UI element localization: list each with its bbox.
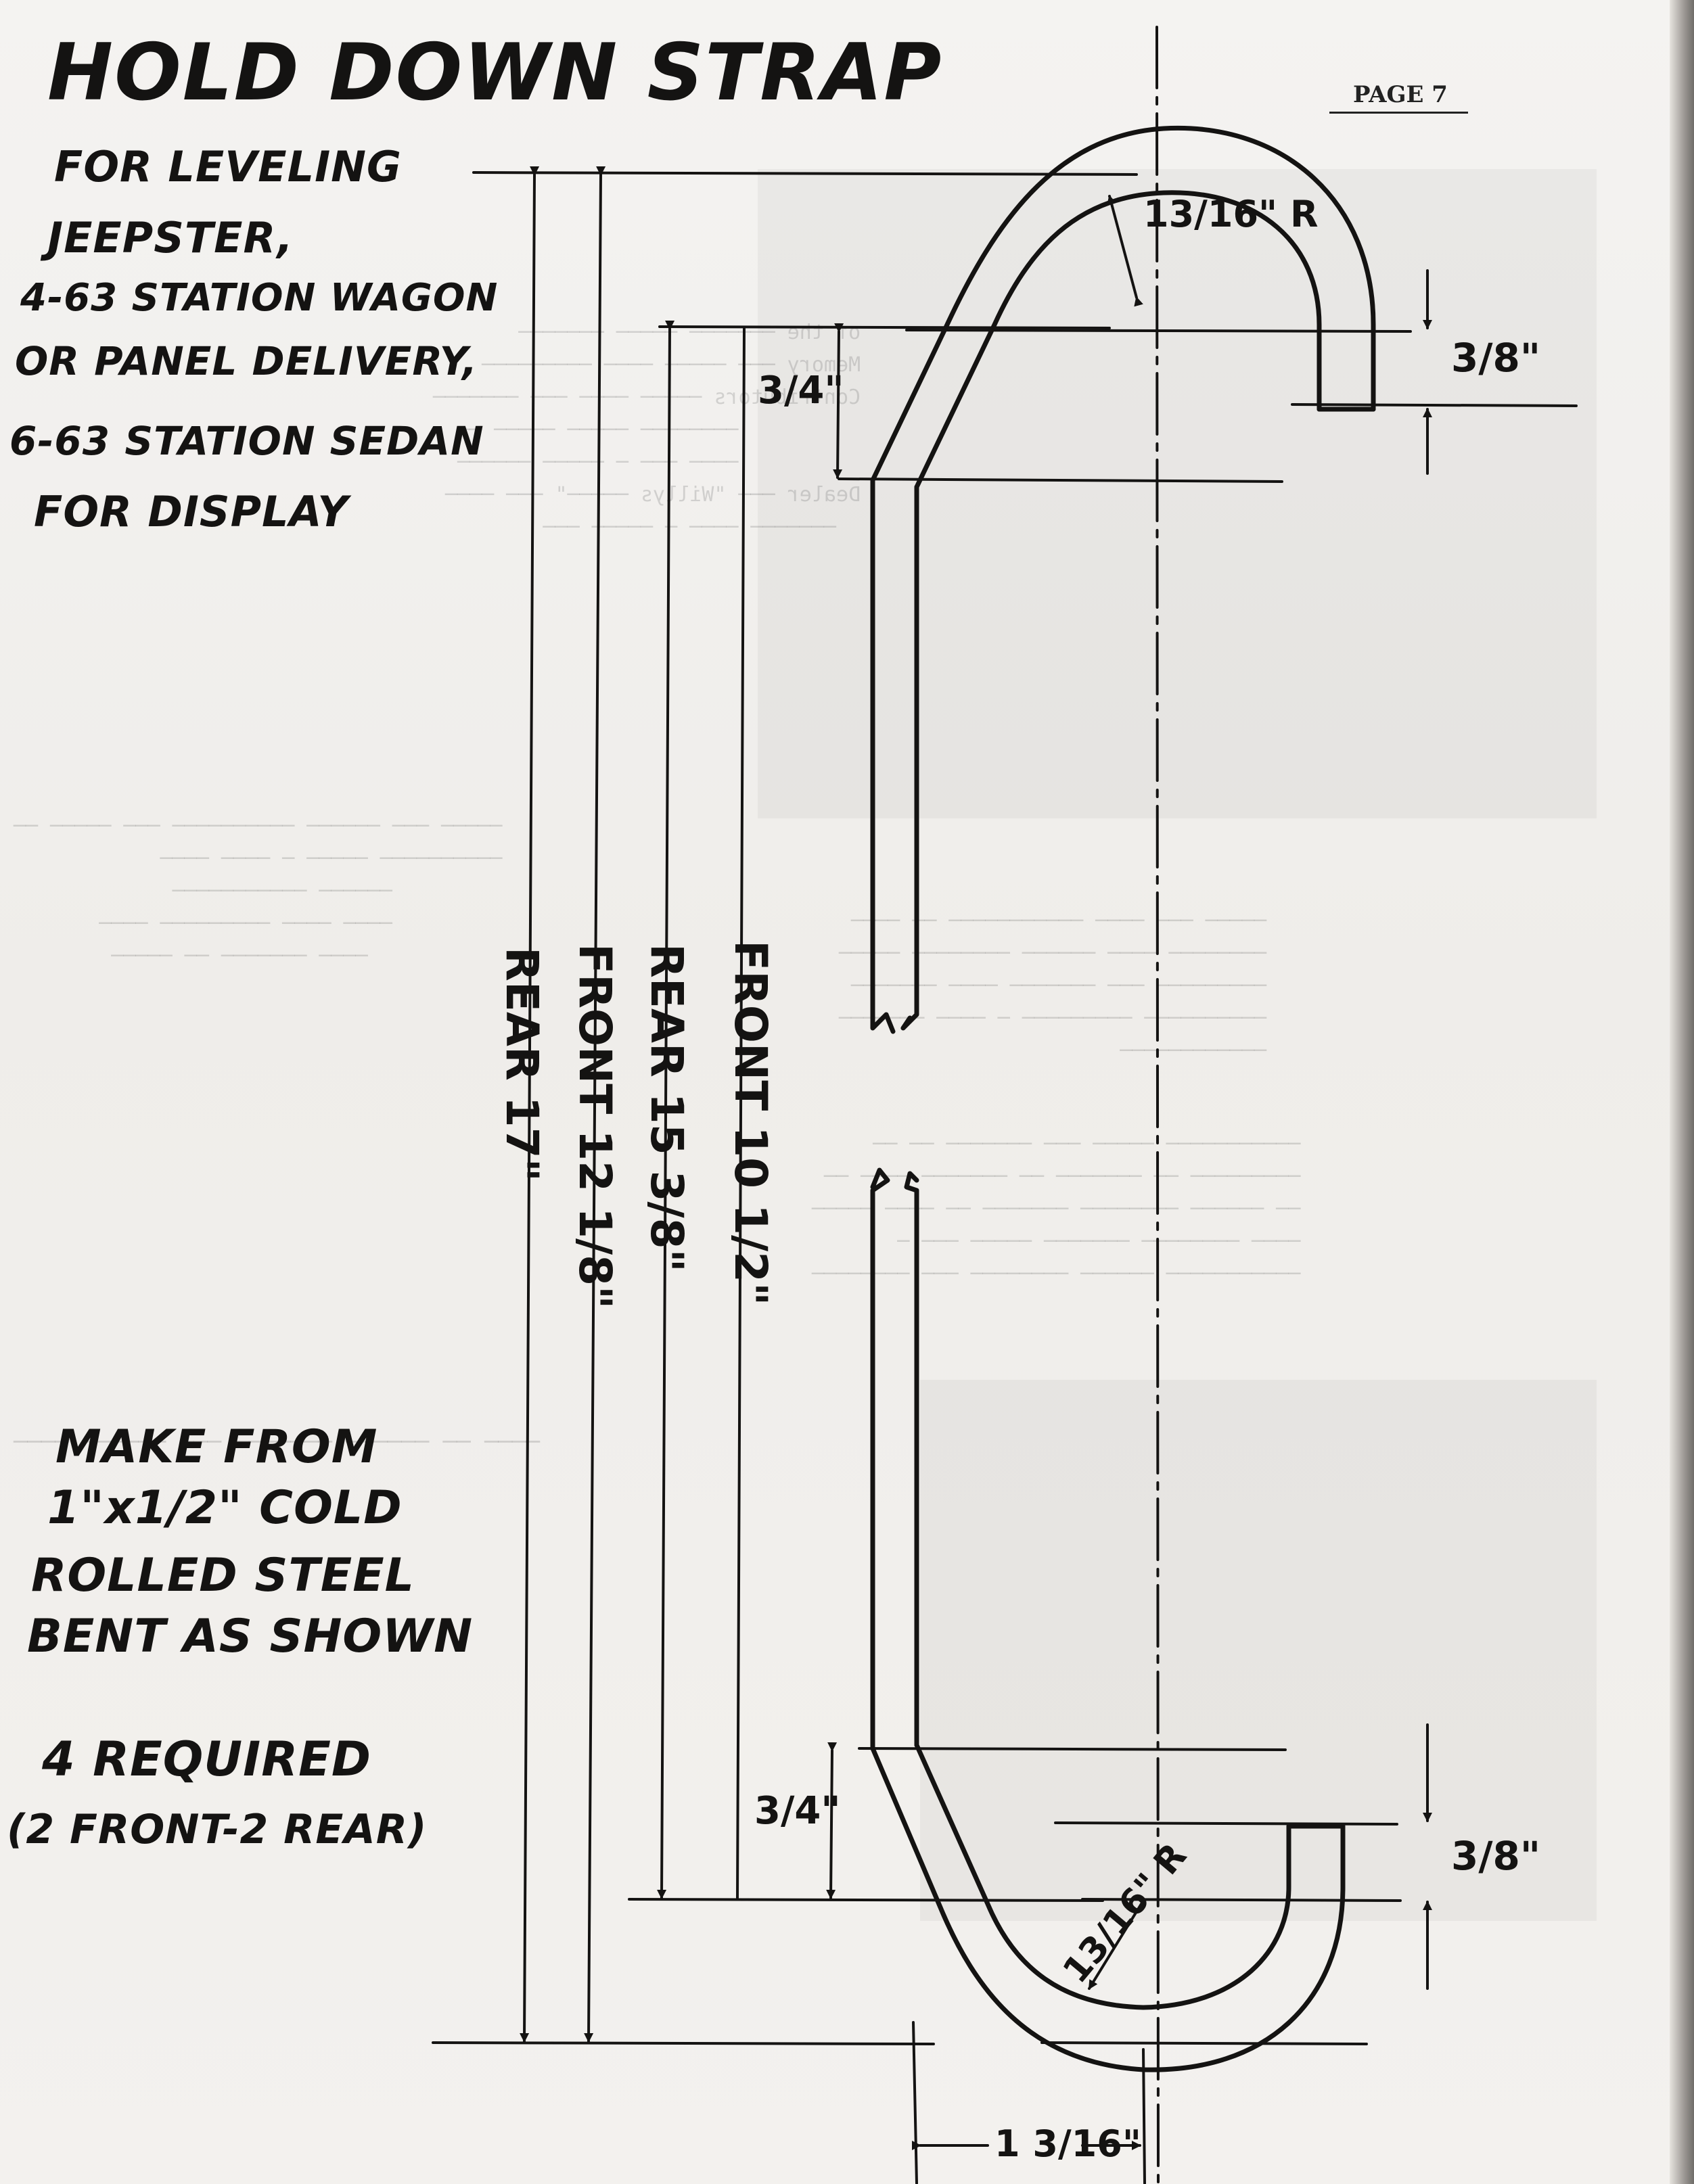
- material-line-3: ROLLED STEEL: [31, 1549, 415, 1602]
- strap-top-outer: [870, 125, 1376, 483]
- quantity-line-1: 4 REQUIRED: [42, 1732, 372, 1787]
- label-front-overall: FRONT 12 1/8": [569, 944, 621, 1309]
- page-edge: [1670, 0, 1694, 2184]
- label-top-hook: 3/8": [1451, 335, 1541, 381]
- strap-lower-leg-inner: [904, 1171, 919, 1748]
- title-line-4: OR PANEL DELIVERY,: [15, 338, 478, 384]
- title-line-6: FOR DISPLAY: [34, 487, 349, 536]
- dim-line-front-inner: [736, 327, 746, 1899]
- material-line-4: BENT AS SHOWN: [27, 1610, 474, 1663]
- bleed-through-photo-1: [758, 169, 1597, 818]
- quantity-line-2: (2 FRONT-2 REAR): [7, 1806, 428, 1853]
- label-bottom-offset: 3/4": [754, 1789, 841, 1833]
- strap-upper-leg-outer: [870, 478, 896, 1034]
- diagram-title: HOLD DOWN STRAP: [47, 27, 943, 118]
- title-line-3: 4-63 STATION WAGON: [20, 276, 499, 320]
- label-hook-width: 1 3/16": [994, 2122, 1141, 2165]
- title-line-5: 6-63 STATION SEDAN: [9, 418, 484, 464]
- label-rear-inner: REAR 15 3/8": [641, 944, 693, 1272]
- material-line-1: MAKE FROM: [55, 1420, 378, 1474]
- label-bottom-hook: 3/8": [1451, 1833, 1541, 1879]
- strap-upper-leg-inner: [900, 484, 919, 1031]
- label-rear-overall: REAR 17": [496, 947, 548, 1182]
- dim-line-rear-inner: [657, 320, 675, 1899]
- strap-top-inner: [914, 190, 1322, 490]
- dim-line-rear-overall: [520, 166, 540, 2043]
- label-top-offset: 3/4": [758, 369, 844, 413]
- dim-line-front-overall: [584, 166, 606, 2043]
- page-number: PAGE 7: [1353, 81, 1448, 108]
- page-number-underline: [1329, 112, 1468, 114]
- dim-line-top-offset: [833, 323, 844, 479]
- strap-bottom-inner: [914, 1742, 1291, 2010]
- title-line-1: FOR LEVELING: [54, 142, 402, 191]
- label-front-inner: FRONT 10 1/2": [725, 940, 777, 1306]
- label-top-radius: 13/16" R: [1143, 193, 1319, 235]
- dim-line-bottom-offset: [826, 1742, 838, 1899]
- bleed-through-photo-2: [920, 1380, 1597, 1921]
- strap-lower-leg-outer: [870, 1167, 890, 1751]
- title-line-2: JEEPSTER,: [47, 213, 294, 262]
- centre-line: [1155, 26, 1160, 2184]
- material-line-2: 1"x1/2" COLD: [47, 1481, 403, 1535]
